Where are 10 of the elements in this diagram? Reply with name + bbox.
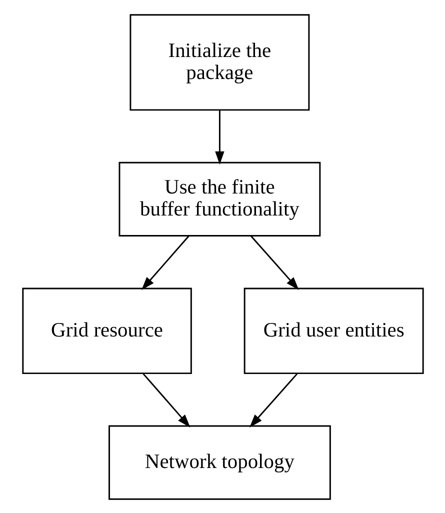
arrow — [250, 234, 298, 290]
arrow — [214, 110, 224, 164]
node-box: Network topology — [108, 424, 330, 500]
node-box: Initialize the package — [129, 14, 310, 110]
node-box: Grid resource — [22, 287, 192, 374]
arrow — [249, 372, 298, 427]
node-box: Use the finite buffer functionality — [118, 161, 320, 236]
arrow — [141, 234, 189, 290]
node-box: Grid user entities — [243, 287, 424, 374]
arrow — [142, 372, 190, 427]
